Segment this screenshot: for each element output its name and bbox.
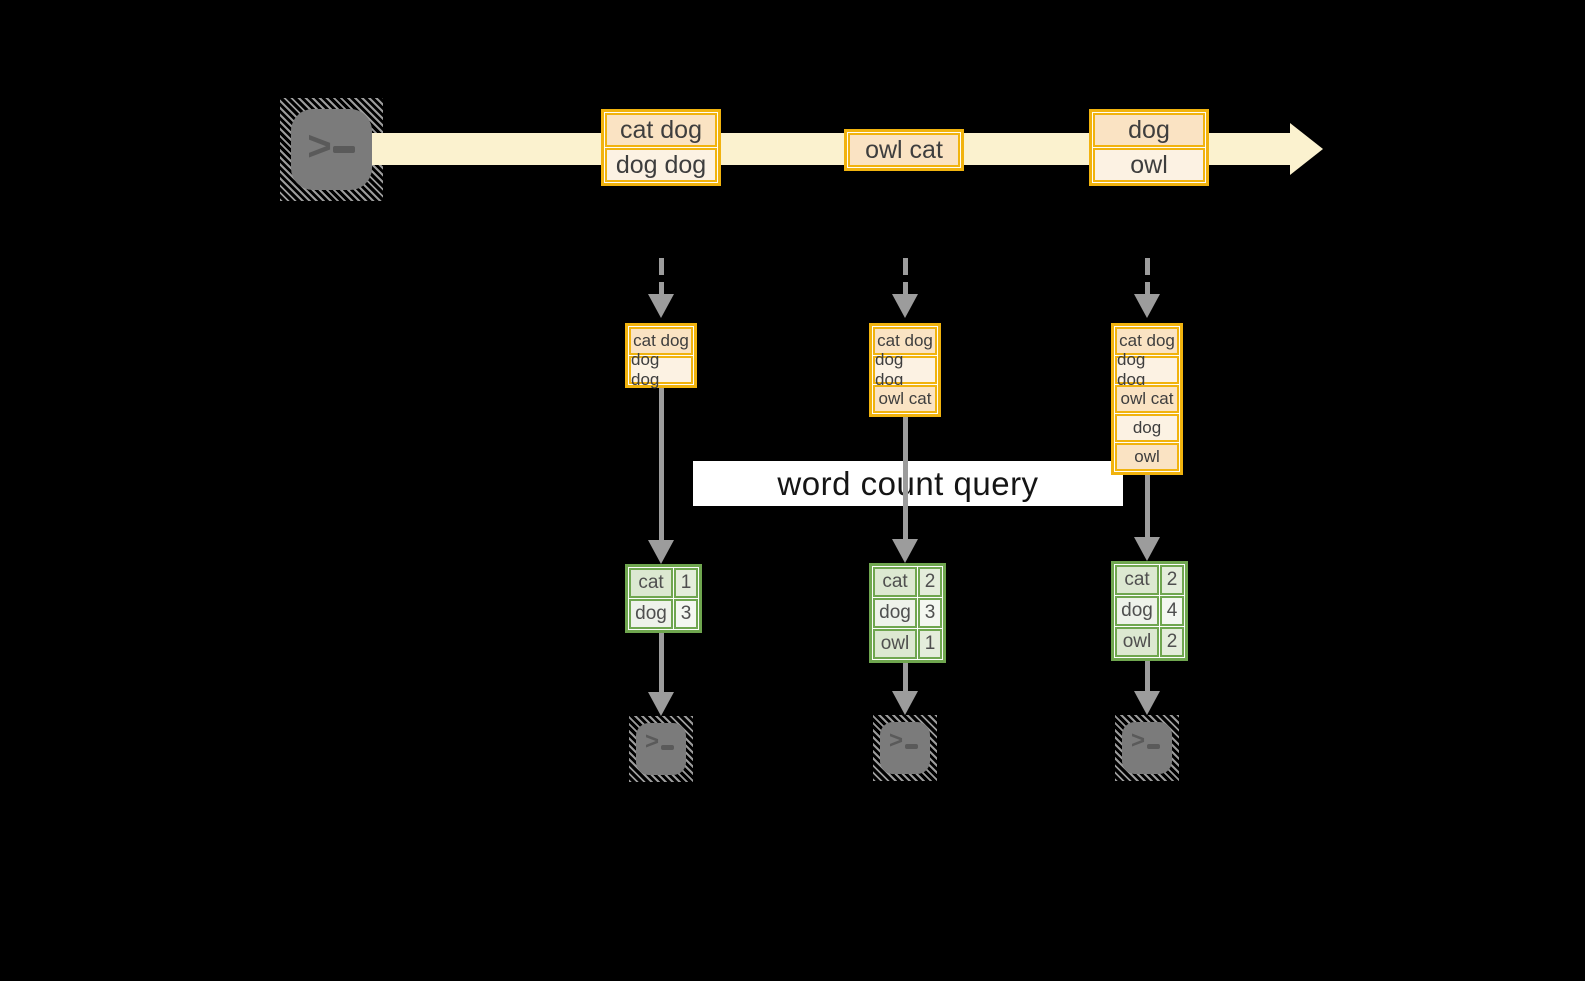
sink-arrowhead-icon bbox=[1134, 691, 1160, 715]
dashed-arrowhead-icon bbox=[1134, 294, 1160, 318]
batch-3-box: dog owl bbox=[1089, 109, 1209, 186]
terminal-prompt-icon: > bbox=[1131, 727, 1146, 755]
batch-row: owl bbox=[1093, 148, 1205, 182]
result-word: cat bbox=[873, 567, 917, 597]
terminal-cursor-icon bbox=[1147, 743, 1160, 749]
result-table-2: cat 2 dog 3 owl 1 bbox=[869, 563, 946, 663]
result-count: 3 bbox=[674, 599, 698, 629]
dashed-arrow-line bbox=[1145, 258, 1150, 294]
batch-row: dog dog bbox=[605, 148, 717, 182]
batch-row: cat dog bbox=[605, 113, 717, 147]
sink-arrowhead-icon bbox=[892, 691, 918, 715]
query-arrow-line bbox=[903, 417, 908, 539]
result-word: cat bbox=[629, 568, 673, 598]
sink-terminal-icon-2: > bbox=[873, 715, 937, 781]
result-word: cat bbox=[1115, 565, 1159, 595]
terminal-prompt-icon: > bbox=[889, 727, 904, 755]
result-count: 4 bbox=[1160, 596, 1184, 626]
terminal-cursor-icon bbox=[905, 743, 918, 749]
input-row: cat dog bbox=[629, 327, 693, 355]
query-arrow-line bbox=[1145, 475, 1150, 537]
input-row: owl bbox=[1115, 443, 1179, 471]
result-word: owl bbox=[1115, 627, 1159, 657]
sink-arrow-line bbox=[1145, 661, 1150, 691]
input-row: dog dog bbox=[629, 350, 693, 389]
result-count: 3 bbox=[918, 598, 942, 628]
batch-2-box: owl cat bbox=[844, 129, 964, 171]
terminal-cursor-icon bbox=[661, 744, 674, 750]
sink-terminal-icon-3: > bbox=[1115, 715, 1179, 781]
query-arrowhead-icon bbox=[892, 539, 918, 563]
result-word: dog bbox=[1115, 596, 1159, 626]
input-table-1: cat dog dog dog bbox=[625, 323, 697, 389]
dashed-arrow-line bbox=[659, 258, 664, 294]
sink-arrow-line bbox=[659, 633, 664, 692]
query-arrow-line bbox=[659, 388, 664, 540]
input-row: dog dog bbox=[873, 350, 937, 389]
terminal-prompt-icon: > bbox=[307, 121, 332, 169]
stream-timeline-arrowhead-icon bbox=[1290, 123, 1323, 175]
result-word: dog bbox=[629, 599, 673, 629]
input-row: cat dog bbox=[873, 327, 937, 355]
query-arrowhead-icon bbox=[1134, 537, 1160, 561]
batch-1-box: cat dog dog dog bbox=[601, 109, 721, 186]
input-row: owl cat bbox=[1115, 385, 1179, 413]
terminal-icon-body: > bbox=[1122, 722, 1172, 774]
result-count: 2 bbox=[1160, 565, 1184, 595]
result-table-1: cat 1 dog 3 bbox=[625, 564, 702, 633]
terminal-icon-body: > bbox=[636, 723, 686, 775]
query-banner: word count query bbox=[693, 461, 1123, 506]
batch-row: dog bbox=[1093, 113, 1205, 147]
terminal-cursor-icon bbox=[333, 146, 356, 154]
result-count: 2 bbox=[1160, 627, 1184, 657]
input-row: dog bbox=[1115, 414, 1179, 442]
result-table-3: cat 2 dog 4 owl 2 bbox=[1111, 561, 1188, 661]
query-arrowhead-icon bbox=[648, 540, 674, 564]
input-row: cat dog bbox=[1115, 327, 1179, 355]
terminal-prompt-icon: > bbox=[645, 728, 660, 756]
source-terminal-icon: > bbox=[280, 98, 383, 201]
result-count: 1 bbox=[918, 629, 942, 659]
dashed-arrowhead-icon bbox=[892, 294, 918, 318]
dashed-arrow-line bbox=[903, 258, 908, 294]
result-count: 1 bbox=[674, 568, 698, 598]
input-row: dog dog bbox=[1115, 350, 1179, 389]
input-table-3: cat dog dog dog owl cat dog owl bbox=[1111, 323, 1183, 475]
result-word: owl bbox=[873, 629, 917, 659]
batch-row: owl cat bbox=[848, 133, 960, 167]
sink-arrowhead-icon bbox=[648, 692, 674, 716]
terminal-icon-body: > bbox=[880, 722, 930, 774]
result-word: dog bbox=[873, 598, 917, 628]
sink-arrow-line bbox=[903, 663, 908, 691]
dashed-arrowhead-icon bbox=[648, 294, 674, 318]
input-row: owl cat bbox=[873, 385, 937, 413]
result-count: 2 bbox=[918, 567, 942, 597]
sink-terminal-icon-1: > bbox=[629, 716, 693, 782]
input-table-2: cat dog dog dog owl cat bbox=[869, 323, 941, 417]
terminal-icon-body: > bbox=[291, 109, 372, 190]
